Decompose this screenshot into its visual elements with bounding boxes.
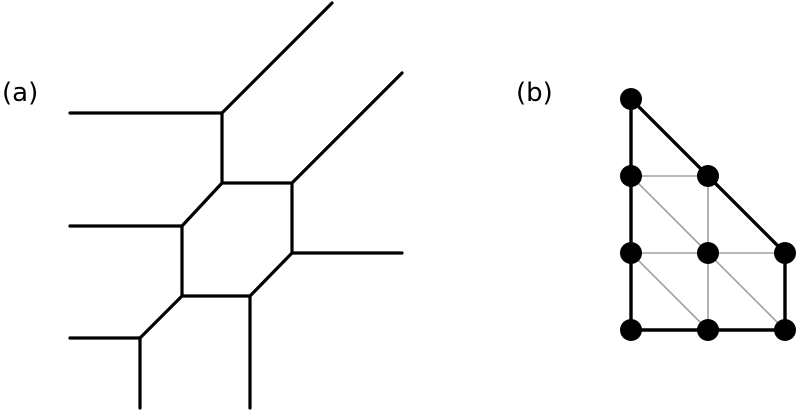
curve-edge <box>138 294 184 340</box>
curve-edge <box>248 251 294 298</box>
subdivision-edge <box>707 252 786 331</box>
lattice-points <box>620 88 796 341</box>
newton-polygon <box>620 88 796 341</box>
panel-b-label: (b) <box>516 78 553 108</box>
lattice-point <box>697 319 719 341</box>
lattice-point <box>620 88 642 110</box>
subdivision-edge <box>630 252 709 331</box>
curve-ray <box>220 1 334 115</box>
lattice-point <box>774 319 796 341</box>
curve-edge <box>180 181 224 228</box>
panel-a-label: (a) <box>2 78 39 108</box>
curve-ray <box>290 71 404 185</box>
lattice-point <box>697 242 719 264</box>
subdivision-edge <box>630 175 709 254</box>
lattice-point <box>774 242 796 264</box>
lattice-point <box>620 165 642 187</box>
tropical-curve <box>68 1 404 410</box>
lattice-point <box>620 242 642 264</box>
lattice-point <box>697 165 719 187</box>
lattice-point <box>620 319 642 341</box>
